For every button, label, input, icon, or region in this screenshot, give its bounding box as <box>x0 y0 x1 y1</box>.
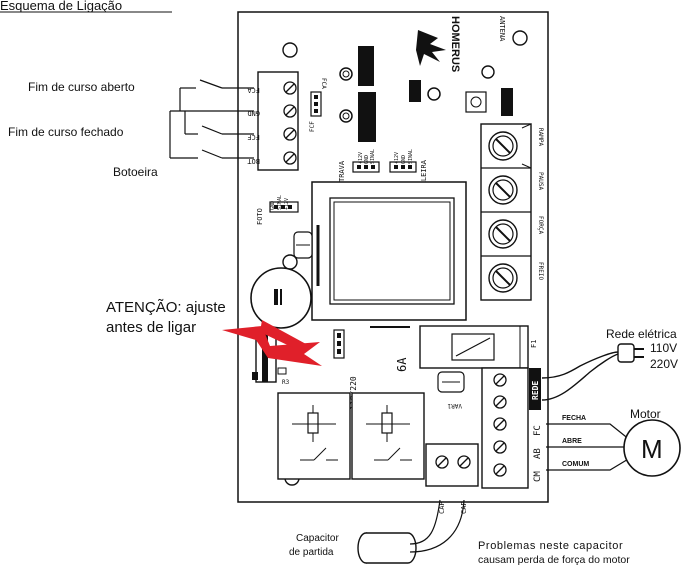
label-capacitor-1: Capacitor <box>296 533 339 544</box>
wire-abre: ABRE <box>562 438 582 445</box>
trava-label: TRAVA <box>338 160 346 182</box>
label-problemas-1: Problemas neste capacitor <box>478 540 623 552</box>
terminal-screws <box>493 373 507 477</box>
svg-text:SINAL: SINAL <box>370 149 376 164</box>
mounting-hole <box>282 42 298 58</box>
fuse-rating: 6A <box>395 357 409 372</box>
var1-label: VAR1 <box>447 402 462 409</box>
warning-line-2: antes de ligar <box>106 319 196 336</box>
mains-cable <box>541 351 619 401</box>
warning-line-1: ATENÇÃO: ajuste <box>106 299 226 316</box>
svg-text:GND: GND <box>270 201 276 210</box>
rede-label: REDE <box>531 381 540 400</box>
foto-label: FOTO <box>256 208 264 225</box>
trimpot-pausa: PAUSA <box>537 172 544 190</box>
capacitor-wiring <box>409 499 465 553</box>
label-motor: Motor <box>630 407 661 421</box>
rede-label-box <box>529 368 541 410</box>
terminal-screws <box>283 81 297 165</box>
ic-chip <box>358 92 376 142</box>
voltage-selector-jumper <box>333 329 345 359</box>
limit-switch-terminal-block <box>257 71 299 171</box>
diagram-title: Esquema de Ligação <box>0 0 122 13</box>
brand-logo-icon <box>416 30 446 66</box>
sinaleira-connector <box>389 161 417 173</box>
cap-terminal-1: CAP <box>438 501 446 514</box>
fuse-f1-label: F1 <box>530 340 538 348</box>
label-fim-curso-aberto: Fim de curso aberto <box>28 80 135 94</box>
start-capacitor-icon <box>357 532 417 564</box>
terminal-fca: FCA <box>247 86 260 94</box>
motor-symbol: M <box>641 434 663 464</box>
label-botoeira: Botoeira <box>113 165 158 179</box>
relay-right <box>351 392 425 480</box>
mounting-hole <box>481 65 495 79</box>
label-110v: 110V <box>650 341 677 355</box>
terminal-fcf: FCF <box>247 133 260 141</box>
label-220v: 220V <box>650 357 678 371</box>
relay-chip <box>501 88 513 116</box>
label-capacitor-2: de partida <box>289 547 334 558</box>
cap-terminal-2: CAP <box>460 501 468 514</box>
sinaleira-label: SINALEIRA <box>420 159 428 198</box>
limit-switch-wiring <box>169 79 254 159</box>
brand-name: HOMERUS <box>449 16 461 72</box>
svg-text:+12V: +12V <box>284 198 290 210</box>
power-plug-icon <box>617 343 644 363</box>
ic-chip <box>358 46 374 86</box>
trimpot-forca: FORÇA <box>537 216 544 234</box>
svg-text:GND: GND <box>364 155 370 164</box>
motor-icon <box>623 419 681 477</box>
led-icon <box>427 87 441 101</box>
fcf-jumper-label: FCF <box>309 121 316 132</box>
foto-connector <box>269 201 299 213</box>
antena-label: ANTENA <box>498 16 506 42</box>
ab-label: AB <box>533 448 543 459</box>
trimpot-rampa: RAMPA <box>537 128 544 146</box>
fc-label: FC <box>533 425 543 436</box>
wire-fecha: FECHA <box>562 415 586 422</box>
wire-comum: COMUM <box>562 461 589 468</box>
trimpot-freio: FREIO <box>537 262 544 280</box>
fca-jumper-label: FCA <box>320 78 327 89</box>
label-problemas-2: causam perda de força do motor <box>478 554 630 566</box>
svg-text:SINAL: SINAL <box>408 149 414 164</box>
trava-connector <box>352 161 380 173</box>
led-icon <box>339 109 353 123</box>
fca-fcf-jumper <box>310 91 322 117</box>
antenna-hole <box>512 30 528 46</box>
svg-text:+12V: +12V <box>394 152 400 164</box>
terminal-gnd: GND <box>247 109 260 117</box>
label-fim-curso-fechado: Fim de curso fechado <box>8 125 124 139</box>
label-rede-eletrica: Rede elétrica <box>606 327 677 341</box>
transistor <box>409 80 421 102</box>
motor-wiring <box>546 423 631 471</box>
capacitor-terminal-block <box>425 443 479 487</box>
relay-left <box>277 392 351 480</box>
svg-text:GND: GND <box>401 155 407 164</box>
led-icon <box>339 67 353 81</box>
cm-label: CM <box>533 471 543 482</box>
trimpot-block <box>480 123 532 301</box>
warning-arrow-icon <box>222 326 322 366</box>
r3-label: R3 <box>282 379 290 386</box>
push-button <box>465 91 487 113</box>
terminal-bot: BOT <box>247 157 260 165</box>
svg-text:+12V: +12V <box>358 152 364 164</box>
